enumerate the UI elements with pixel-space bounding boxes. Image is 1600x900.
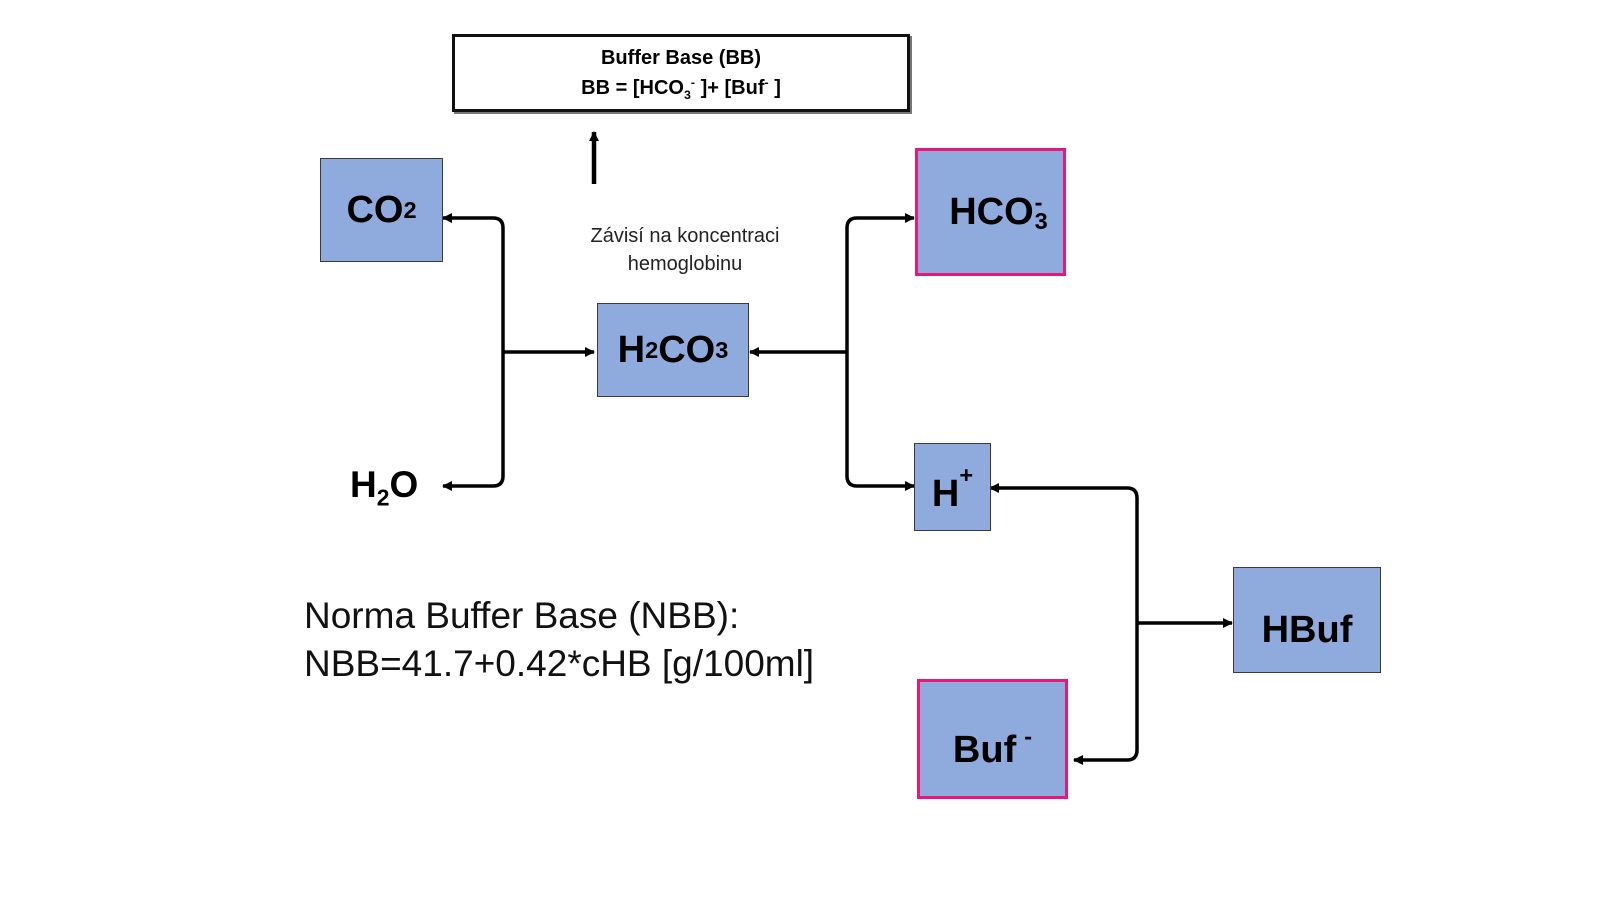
- hbuf-label: HBuf: [1261, 608, 1353, 651]
- arrow-hbuf-to-hplus: [989, 483, 1139, 623]
- hco3-sub: 3: [1034, 208, 1048, 234]
- arrow-to-hco3: [845, 213, 915, 352]
- co2-label: CO: [346, 188, 404, 231]
- hco3-label: HCO: [949, 190, 1034, 233]
- h2co3-co: CO: [658, 328, 716, 371]
- hplus-label: H: [931, 472, 960, 515]
- arrow-to-co2: [442, 213, 505, 352]
- buffer-base-formula: BB = [HCO3- ]+ [Buf- ]: [455, 73, 907, 103]
- formula-bb: BB: [581, 77, 611, 99]
- formula-hco3-sup: -: [690, 75, 695, 90]
- note-line-2: hemoglobinu: [627, 253, 743, 275]
- hplus-node: H+: [914, 443, 991, 531]
- buffer-base-box: Buffer Base (BB) BB = [HCO3- ]+ [Buf- ]: [452, 34, 910, 112]
- formula-hco3-sub: 3: [683, 88, 691, 102]
- note-line-1: Závisí na koncentraci: [590, 225, 780, 247]
- nbb-formula: NBB=41.7+0.42*cHB [g/100ml]: [304, 643, 815, 684]
- hco3-sup: -: [1034, 189, 1043, 216]
- formula-equals: =: [615, 77, 628, 99]
- arrow-to-hplus: [845, 352, 915, 491]
- hbuf-node: HBuf: [1233, 567, 1381, 673]
- formula-buf: Buf: [731, 77, 765, 99]
- formula-bracket-close-1: ]: [700, 77, 708, 99]
- h2co3-h: H: [617, 328, 646, 371]
- buffer-base-title: Buffer Base (BB): [600, 47, 762, 69]
- h2o-h: H: [350, 464, 377, 505]
- arrow-to-h2o: [442, 352, 505, 491]
- formula-bracket-open-1: [: [632, 77, 640, 99]
- buf-label: Buf: [952, 728, 1017, 771]
- formula-bracket-close-2: ]: [774, 77, 781, 99]
- h2o-sub: 2: [376, 484, 390, 511]
- hemoglobin-note: Závisí na koncentraci hemoglobinu: [560, 222, 810, 278]
- arrow-hbuf-to-buf: [1073, 623, 1139, 765]
- hco3-node: HCO-3: [915, 148, 1066, 276]
- nbb-text: Norma Buffer Base (NBB): NBB=41.7+0.42*c…: [304, 592, 814, 688]
- buf-node: Buf-: [917, 679, 1068, 799]
- h2o-label: H2O: [350, 464, 419, 509]
- formula-bracket-open-2: [: [724, 77, 732, 99]
- formula-plus: +: [707, 77, 719, 99]
- h2o-o: O: [389, 464, 419, 505]
- formula-buf-sup: -: [764, 75, 769, 90]
- formula-hco3: HCO: [639, 77, 684, 99]
- nbb-title: Norma Buffer Base (NBB):: [304, 595, 740, 636]
